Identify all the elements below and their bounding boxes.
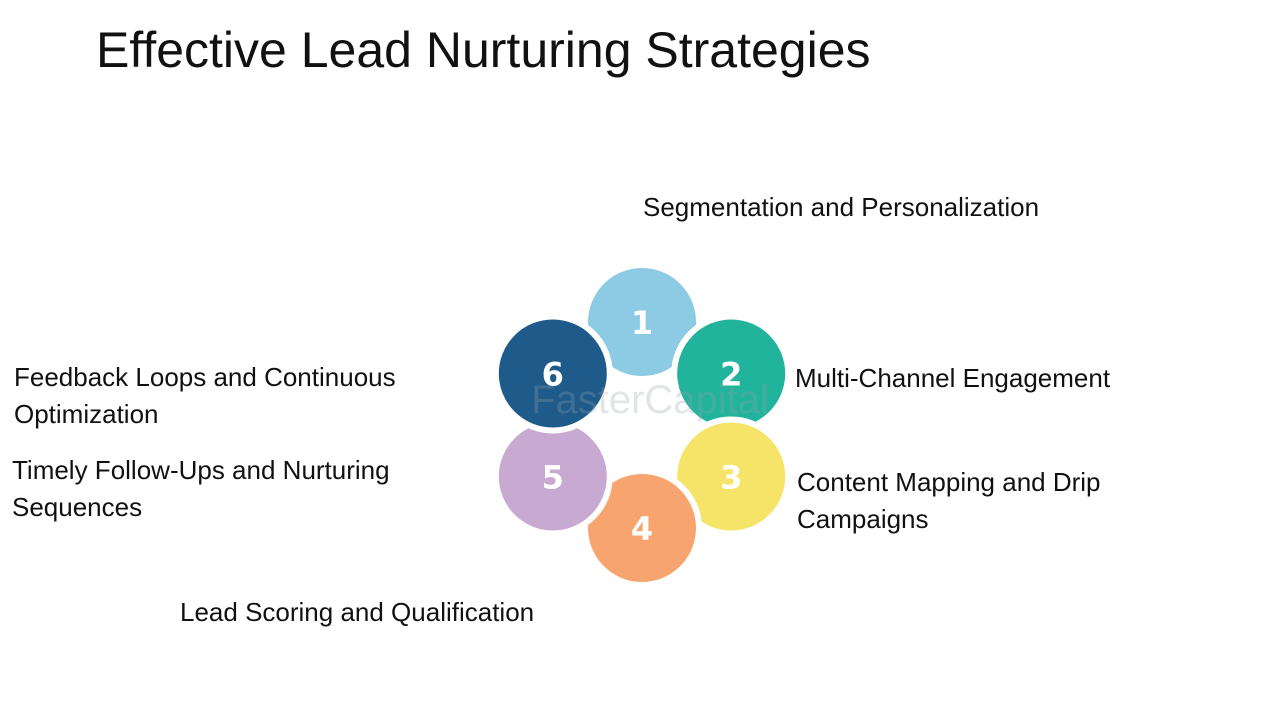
step-6-number: 6 [542,356,564,394]
step-3-number: 3 [720,459,742,497]
step-2-number: 2 [720,356,742,394]
step-3-circle [671,416,792,537]
step-3-label-line-1: Content Mapping and Drip [797,467,1101,497]
step-6-label-line-1: Feedback Loops and Continuous [14,362,396,392]
step-3-label: Content Mapping and Drip Campaigns [797,464,1101,538]
step-4-circle [582,468,702,588]
watermark-text: FasterCapital [531,378,769,422]
step-5-bubble: 5 [492,416,613,537]
step-5-label-line-1: Timely Follow-Ups and Nurturing [12,455,390,485]
step-6-bubble: 6 [492,313,613,434]
step-6-circle [492,313,613,434]
step-1-circle [582,262,702,382]
step-1-label: Segmentation and Personalization [643,189,1039,226]
step-5-label-line-2: Sequences [12,492,143,522]
step-4-label: Lead Scoring and Qualification [180,594,534,631]
step-5-label: Timely Follow-Ups and Nurturing Sequence… [12,452,390,526]
step-6-label: Feedback Loops and Continuous Optimizati… [14,359,396,433]
step-3-bubble: 3 [671,416,792,537]
step-1-bubble: 1 [582,262,702,382]
step-2-label: Multi-Channel Engagement [795,360,1110,397]
step-4-number: 4 [631,510,653,548]
step-4-bubble: 4 [582,468,702,588]
step-3-label-line-2: Campaigns [797,504,929,534]
page-title: Effective Lead Nurturing Strategies [96,22,871,78]
step-1-label-line-1: Segmentation and Personalization [643,192,1040,222]
step-1-number: 1 [631,304,653,342]
step-5-number: 5 [542,459,564,497]
step-2-label-line-1: Multi-Channel Engagement [795,363,1111,393]
step-6-label-line-2: Optimization [14,399,159,429]
step-2-bubble: 2 [671,313,792,434]
step-4-label-line-1: Lead Scoring and Qualification [180,597,535,627]
